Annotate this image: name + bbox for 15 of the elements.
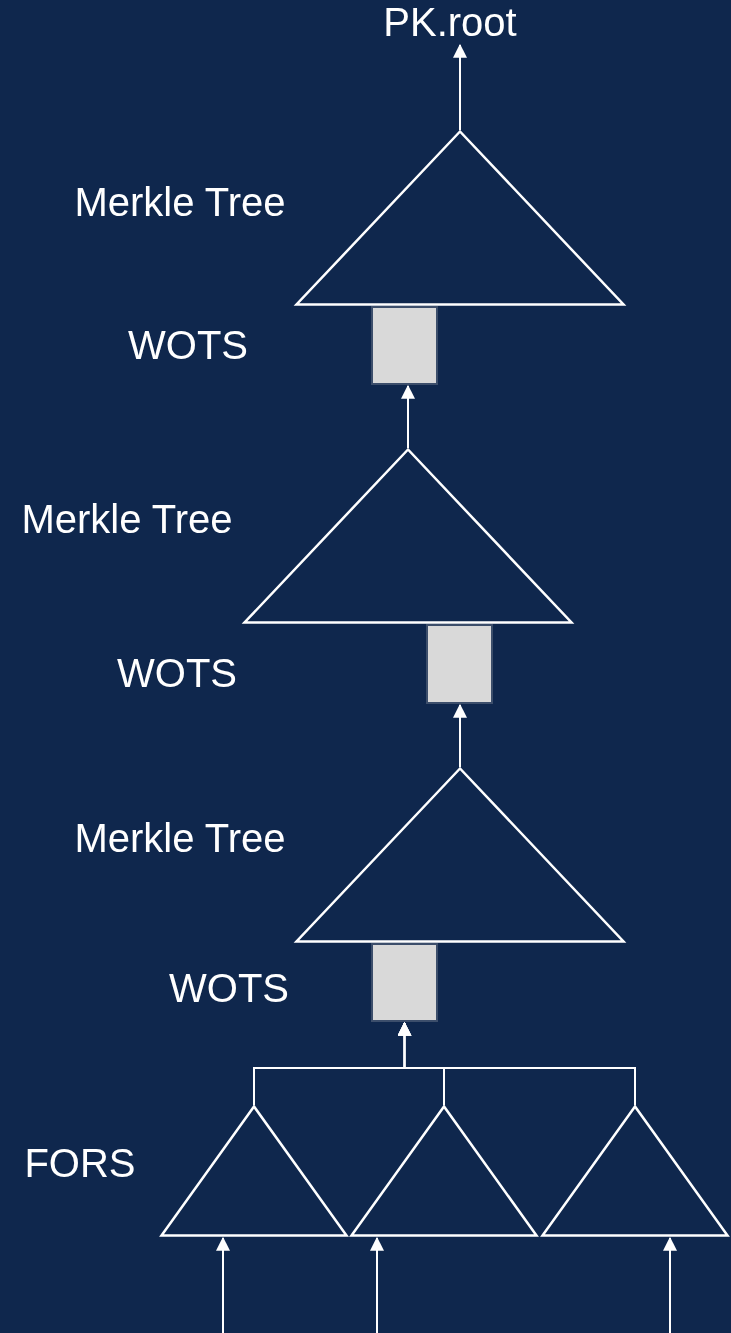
arrow <box>216 1236 230 1333</box>
arrow <box>453 703 467 768</box>
node-label: PK.root <box>383 0 517 44</box>
arrow <box>663 1236 677 1333</box>
arrow <box>370 1236 384 1333</box>
node-label: Merkle Tree <box>74 180 286 224</box>
arrow <box>453 43 467 131</box>
arrow <box>397 1021 636 1106</box>
arrow <box>401 384 415 449</box>
section-label: FORS <box>24 1141 136 1185</box>
section-label: WOTS <box>169 966 289 1010</box>
node-label: Merkle Tree <box>74 816 286 860</box>
section-label: WOTS <box>117 651 237 695</box>
section-label: WOTS <box>128 323 248 367</box>
node-label: Merkle Tree <box>21 497 233 541</box>
